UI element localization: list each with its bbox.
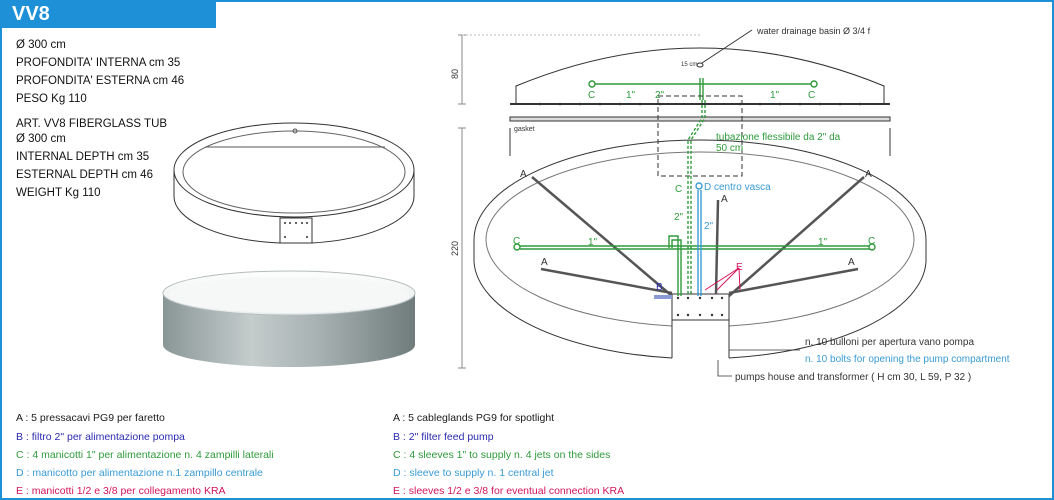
legend-item: E : manicotti 1/2 e 3/8 per collegamento… xyxy=(16,485,226,497)
pipe-size-2in-blue: 2" xyxy=(704,221,714,232)
spec-line: PROFONDITA' ESTERNA cm 46 xyxy=(16,75,185,87)
pump-compartment-outline xyxy=(657,95,743,177)
central-jet-label: D centro vasca xyxy=(704,182,771,193)
legend-item: D : sleeve to supply n. 1 central jet xyxy=(393,467,554,479)
specs-italian: Ø 300 cm PROFONDITA' INTERNA cm 35 PROFO… xyxy=(16,38,184,107)
spec-line: ESTERNAL DEPTH cm 46 xyxy=(16,169,153,181)
label-a-upper-left: A xyxy=(520,169,527,180)
label-c-top-left: C xyxy=(588,90,595,101)
pipe-size-2in: 2" xyxy=(655,90,665,101)
legend-item: D : manicotto per alimentazione n.1 zamp… xyxy=(16,467,263,479)
label-c-center: C xyxy=(675,184,682,195)
leader-lines xyxy=(717,342,800,377)
spec-line: Ø 300 cm xyxy=(16,39,66,51)
label-a-center: A xyxy=(721,194,728,205)
bolts-english-label: n. 10 bolts for opening the pump compart… xyxy=(805,354,1010,365)
top-section-view xyxy=(458,34,891,122)
legend-item: A : 5 cableglands PG9 for spotlight xyxy=(393,412,555,424)
legend-italian: A : 5 pressacavi PG9 per faretto B : fil… xyxy=(16,412,274,498)
pipe-size-1in: 1" xyxy=(626,90,636,101)
drain-basin xyxy=(696,62,704,68)
spec-line: INTERNAL DEPTH cm 35 xyxy=(16,151,150,163)
central-jet-pipe xyxy=(695,182,703,296)
legend-item: E : sleeves 1/2 e 3/8 for eventual conne… xyxy=(393,485,625,497)
legend-item: B : filtro 2" per alimentazione pompa xyxy=(16,431,185,443)
specs-english: ART. VV8 FIBERGLASS TUB Ø 300 cm INTERNA… xyxy=(16,117,167,201)
spec-line: PROFONDITA' INTERNA cm 35 xyxy=(16,57,181,69)
page-title: VV8 xyxy=(0,0,216,28)
drainage-label: water drainage basin Ø 3/4 f xyxy=(756,26,871,36)
pipe-size-1in: 1" xyxy=(588,237,598,248)
pipe-size-2in: 2" xyxy=(674,212,684,223)
spotlight-cables xyxy=(531,176,865,297)
label-c-top-right: C xyxy=(808,90,815,101)
tub-line-drawing xyxy=(173,122,415,244)
legend-item: B : 2" filter feed pump xyxy=(393,431,494,443)
legend-item: C : 4 sleeves 1" to supply n. 4 jets on … xyxy=(393,449,611,461)
filter-fitting xyxy=(654,295,672,299)
label-b: B xyxy=(656,282,663,293)
drain-leader-line xyxy=(701,29,753,64)
tub-rendered-image xyxy=(162,270,416,367)
label-a-upper-right: A xyxy=(865,169,872,180)
spec-line: ART. VV8 FIBERGLASS TUB xyxy=(16,118,168,130)
label-e: E xyxy=(736,262,743,273)
pipe-size-1in: 1" xyxy=(770,90,780,101)
top-section-bolt-dots xyxy=(538,102,862,106)
pumps-house-label: pumps house and transformer ( H cm 30, L… xyxy=(735,372,971,383)
label-a-lower-left: A xyxy=(541,257,548,268)
flex-tube-label-line1: tubazione flessibile da 2" da xyxy=(716,132,841,143)
pump-plate-bolt-dots xyxy=(676,296,724,317)
gasket-label: gasket xyxy=(514,126,535,133)
spec-line: PESO Kg 110 xyxy=(16,93,87,105)
label-c-left: C xyxy=(513,236,520,247)
spec-line: WEIGHT Kg 110 xyxy=(16,187,101,199)
dim-220-label: 220 xyxy=(450,241,460,256)
supply-pipes xyxy=(513,100,876,296)
legend-english: A : 5 cableglands PG9 for spotlight B : … xyxy=(393,412,624,498)
kra-sleeves xyxy=(704,267,741,291)
dim-15cm-label: 15 cm xyxy=(681,62,697,68)
flex-tube-label-line2: 50 cm xyxy=(716,143,743,154)
dim-80-label: 80 xyxy=(450,69,460,79)
legend-item: C : 4 manicotti 1" per alimentazione n. … xyxy=(16,449,274,461)
pipe-size-1in: 1" xyxy=(818,237,828,248)
pump-plate-dots xyxy=(284,222,308,238)
lower-plan-view xyxy=(458,127,927,369)
bolts-italian-label: n. 10 bulloni per apertura vano pompa xyxy=(805,337,974,348)
top-section-pipes xyxy=(588,78,818,100)
spec-line: Ø 300 cm xyxy=(16,133,66,145)
label-a-lower-right: A xyxy=(848,257,855,268)
label-c-right: C xyxy=(868,236,875,247)
legend-item: A : 5 pressacavi PG9 per faretto xyxy=(16,412,165,424)
